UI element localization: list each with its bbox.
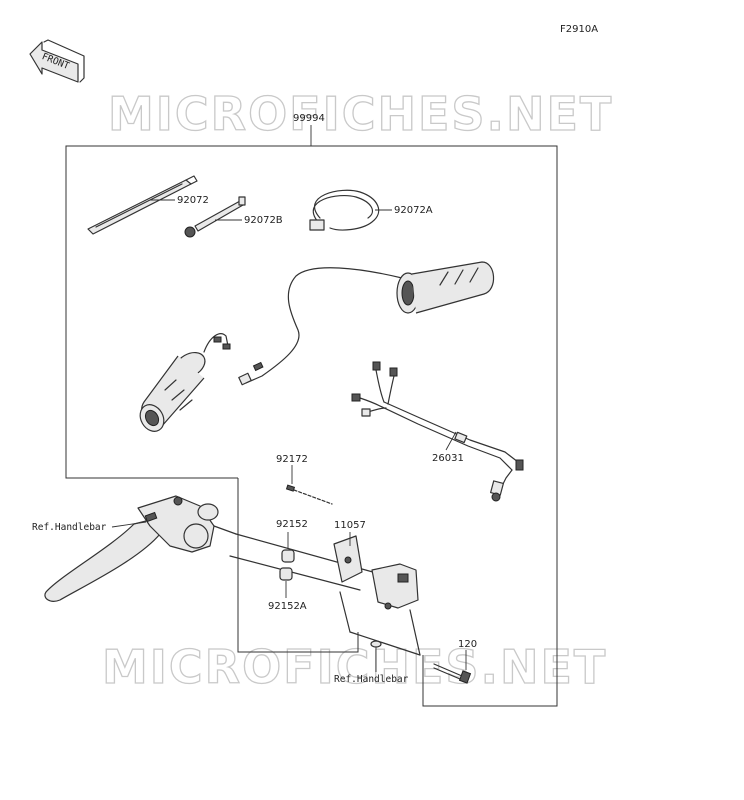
part-26031: 26031	[432, 453, 464, 464]
bracket-11057	[333, 535, 419, 610]
bolt-120	[433, 663, 472, 684]
inner-frame	[237, 478, 359, 653]
clutch-lever-assembly	[44, 495, 237, 602]
collar-92152	[281, 549, 295, 563]
part-92072B: 92072B	[244, 215, 283, 226]
watermark-top: MICROFICHES.NET	[108, 87, 613, 141]
wiring-harness	[351, 361, 524, 502]
watermark-bottom: MICROFICHES.NET	[102, 640, 607, 694]
cable-tie-clip	[184, 196, 246, 238]
washer	[370, 640, 382, 648]
part-92152: 92152	[276, 519, 308, 530]
grip-left	[139, 333, 231, 432]
diagram-code: F2910A	[560, 24, 598, 35]
part-99994: 99994	[293, 113, 325, 124]
part-92072A: 92072A	[394, 205, 433, 216]
cable-tie-long	[87, 175, 198, 235]
handlebar-tube-bottom	[229, 555, 361, 591]
collar-92152A	[279, 567, 293, 581]
ref-handlebar-bottom: Ref.Handlebar	[334, 674, 409, 685]
part-120: 120	[458, 639, 477, 650]
part-11057: 11057	[334, 520, 366, 531]
kit-frame	[65, 145, 558, 707]
band-clamp	[309, 189, 380, 231]
part-92072: 92072	[177, 195, 209, 206]
part-92172: 92172	[276, 454, 308, 465]
ref-handlebar-left: Ref.Handlebar	[32, 522, 107, 533]
screw-92172	[285, 484, 333, 505]
part-92152A: 92152A	[268, 601, 307, 612]
grip-right	[238, 261, 495, 386]
front-arrow-icon: FRONT	[29, 39, 85, 83]
